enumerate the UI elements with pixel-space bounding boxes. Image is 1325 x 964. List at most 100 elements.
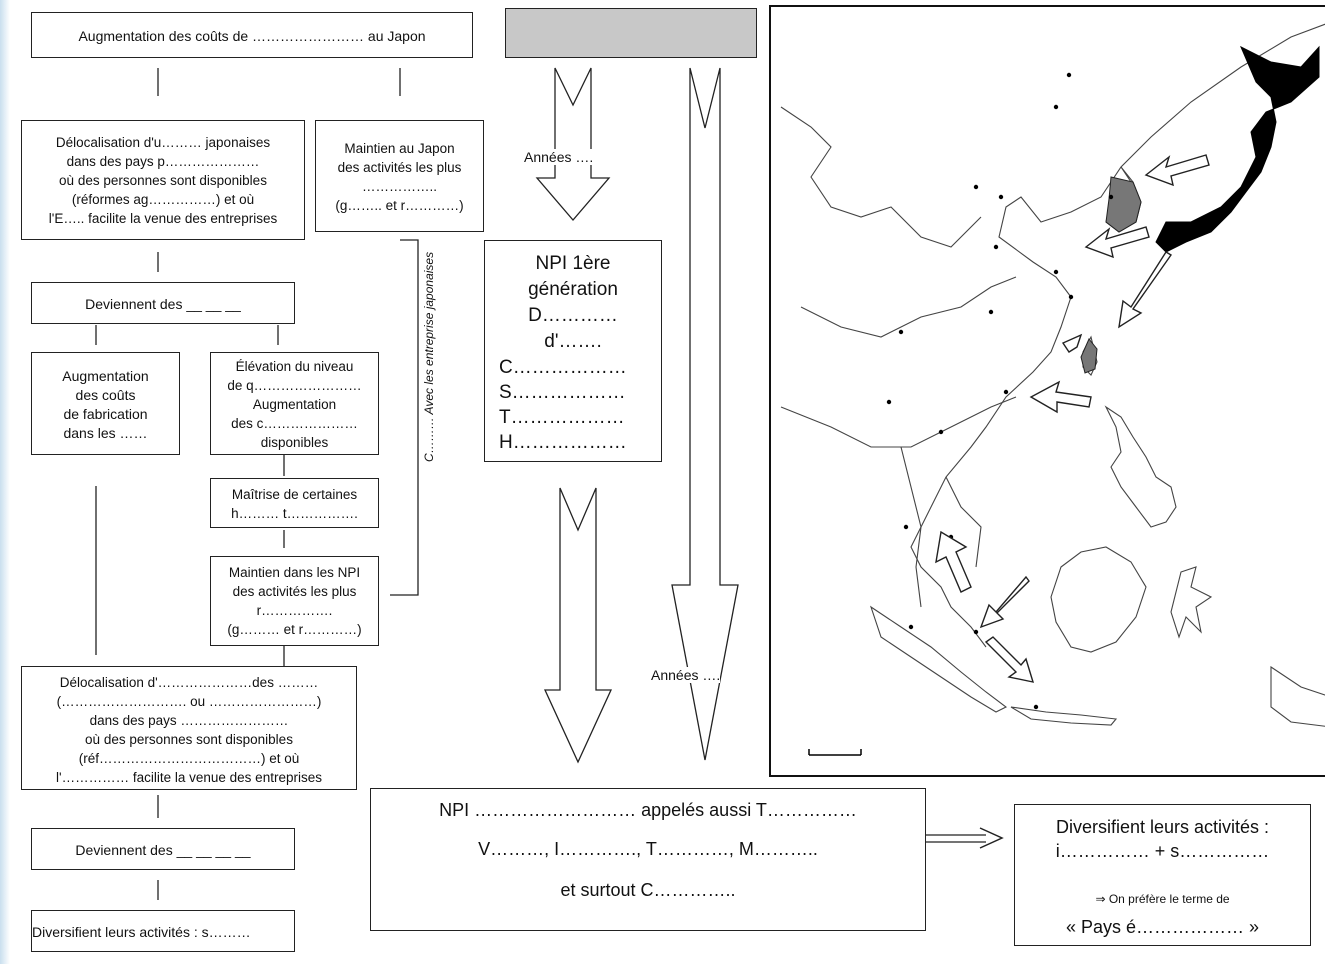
- down-arrow-upper: [535, 67, 611, 221]
- box-text: des coûts: [75, 387, 136, 403]
- box-npi-1ere-generation: NPI 1ère génération D………… d'……. C……………… …: [484, 240, 662, 462]
- scale-bar: [808, 749, 862, 756]
- box-elevation-niveau: Élévation du niveau de q…………………… Augment…: [210, 352, 379, 455]
- sulawesi: [1170, 566, 1213, 639]
- river: [900, 446, 922, 608]
- south-korea-shape: [1105, 176, 1142, 233]
- box-maintien-npi: Maintien dans les NPI des activités les …: [210, 556, 379, 646]
- box-text: génération: [528, 279, 618, 300]
- box-note: ⇒ On préfère le terme de: [1095, 892, 1230, 906]
- box-text: (réf………………………………) et où: [78, 751, 300, 766]
- npi-country-line: C………………: [499, 357, 627, 378]
- connector-line: [390, 239, 419, 596]
- box-text: (réformes ag……………) et où: [71, 192, 255, 207]
- box-text: de fabrication: [63, 406, 148, 422]
- java: [1010, 706, 1118, 726]
- box-text: Délocalisation d'u……… japonaises: [55, 135, 271, 150]
- box-text: NPI 1ère: [535, 253, 611, 274]
- box-text: dans des pays p…………………: [66, 154, 260, 169]
- box-delocalisation-2: Délocalisation d'…………………des ……… (……………………: [21, 666, 357, 790]
- box-deviennent-1: Deviennent des __ __ __: [31, 282, 295, 324]
- box-npi-bottom: NPI ……………………… appelés aussi T…………… V………,…: [370, 788, 926, 931]
- arrow-to-indonesia: [984, 636, 1035, 683]
- box-text: où des personnes sont disponibles: [85, 732, 293, 747]
- box-text: Deviennent des __ __ __: [85, 296, 241, 312]
- box-delocalisation-1: Délocalisation d'u……… japonaises dans de…: [21, 120, 305, 240]
- river: [945, 476, 982, 568]
- japan-shape: [1155, 45, 1320, 253]
- city-dots: [886, 72, 1114, 710]
- map-svg: [780, 23, 1325, 756]
- box-text: des activités les plus: [337, 160, 462, 175]
- box-text: Élévation du niveau: [235, 359, 354, 374]
- box-augmentation-couts: Augmentation des coûts de fabrication da…: [31, 352, 180, 455]
- box-text: et surtout C…………..: [560, 880, 736, 900]
- box-text: Augmentation: [252, 397, 337, 412]
- box-maitrise: Maîtrise de certaines h……… t…………….: [210, 478, 379, 528]
- box-text: Augmentation des coûts de …………………… au Ja…: [78, 28, 426, 44]
- box-text: Délocalisation d'…………………des ………: [59, 675, 319, 690]
- box-text: « Pays é……………… »: [1065, 917, 1260, 937]
- npi-country-line: S………………: [499, 382, 626, 403]
- box-text: des c…………………: [231, 416, 358, 431]
- box-diversifient-right: Diversifient leurs activités : i…………… + …: [1014, 804, 1311, 946]
- box-text: Maîtrise de certaines: [231, 487, 358, 502]
- box-deviennent-2: Deviennent des __ __ __ __: [31, 828, 295, 870]
- page-left-edge: [0, 0, 10, 964]
- box-text: (g……… et r…………): [227, 622, 362, 637]
- vertical-label-entreprises: C……… Avec les entreprise japonaises: [422, 251, 436, 462]
- down-arrow-long: [671, 67, 739, 761]
- borneo: [1050, 546, 1147, 653]
- taiwan-shape: [1080, 338, 1098, 374]
- box-text: l'…………… facilite la venue des entreprise…: [56, 770, 322, 785]
- philippines: [1104, 405, 1177, 528]
- box-text: Maintien dans les NPI: [228, 565, 361, 580]
- arrow-to-malaysia: [979, 575, 1030, 629]
- sumatra: [869, 605, 1008, 713]
- new-guinea: [1270, 665, 1325, 727]
- box-text: V………, I…………., T…………, M………..: [478, 839, 818, 859]
- coastline: [910, 23, 1325, 648]
- label-annees-2: Années ….: [651, 667, 721, 683]
- arrow-to-china: [1084, 226, 1150, 259]
- arrow-to-hongkong: [1029, 380, 1092, 414]
- box-text: Maintien au Japon: [344, 141, 455, 156]
- box-augmentation-japon: Augmentation des coûts de …………………… au Ja…: [31, 12, 473, 58]
- box-text: (g…….. et r…………): [335, 198, 464, 213]
- box-text: de q……………………: [227, 378, 362, 393]
- river: [780, 106, 982, 248]
- arrow-to-taiwan: [1118, 251, 1173, 329]
- box-text: ……………..: [361, 179, 437, 194]
- arrow-small: [1061, 333, 1083, 353]
- river: [780, 396, 1017, 448]
- box-text: (………………………. ou ……………………): [56, 694, 322, 709]
- box-text: i…………… + s……………: [1055, 841, 1270, 861]
- box-text: h……… t…………….: [231, 506, 358, 521]
- box-text: Deviennent des __ __ __ __: [75, 842, 251, 858]
- river: [800, 276, 1017, 338]
- box-text: d'…….: [544, 331, 602, 352]
- npi-country-line: H………………: [499, 432, 627, 453]
- box-text: où des personnes sont disponibles: [59, 173, 267, 188]
- box-text: Diversifient leurs activités :: [1055, 817, 1270, 837]
- box-text: D…………: [528, 305, 618, 326]
- box-text: Augmentation: [62, 368, 149, 384]
- box-diversifient-s: Diversifient leurs activités : s………: [31, 910, 295, 952]
- east-asia-map: [769, 5, 1325, 777]
- arrow-to-thailand: [935, 530, 972, 593]
- box-text: l'E….. facilite la venue des entreprises: [48, 211, 278, 226]
- down-arrow-lower: [543, 487, 613, 764]
- box-text: dans des pays ……………………: [89, 713, 289, 728]
- npi-country-line: T………………: [499, 407, 625, 428]
- box-text: des activités les plus: [232, 584, 357, 599]
- box-text: Diversifient leurs activités : s………: [32, 924, 251, 940]
- arrow-to-korea: [1144, 154, 1210, 187]
- header-grey-box: [505, 8, 757, 58]
- box-text: dans les ……: [63, 425, 148, 441]
- box-text: disponibles: [260, 435, 329, 450]
- box-text: r…………….: [256, 603, 333, 618]
- box-text: NPI ……………………… appelés aussi T……………: [439, 800, 857, 820]
- label-annees-1: Années ….: [524, 149, 594, 165]
- box-maintien-japon: Maintien au Japon des activités les plus…: [315, 120, 484, 232]
